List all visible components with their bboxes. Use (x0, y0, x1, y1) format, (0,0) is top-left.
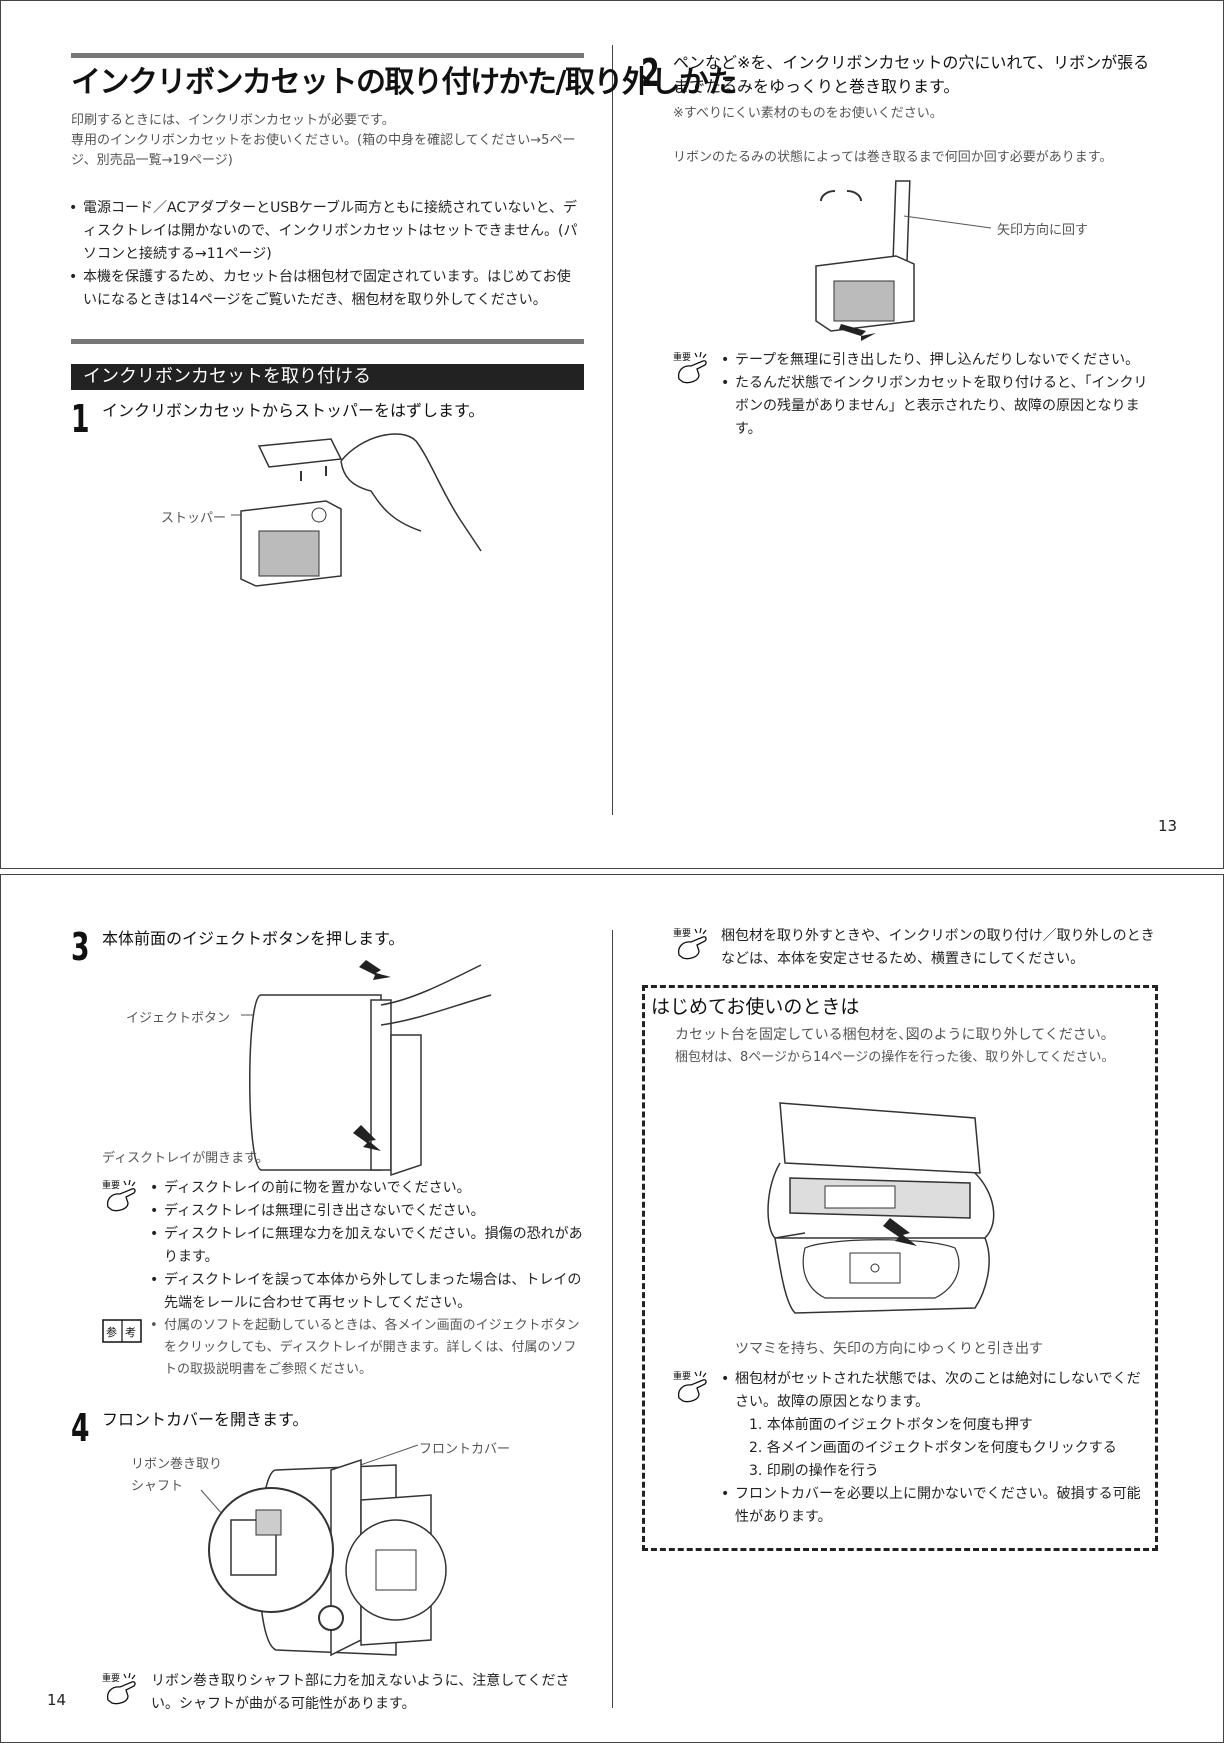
section-title: インクリボンカセットを取り付ける (71, 364, 584, 390)
important-hand-icon: 重要 (673, 1370, 707, 1403)
important-item: ディスクトレイに無理な力を加えないでください。損傷の恐れがあります。 (148, 1223, 586, 1269)
important-hand-icon: 重要 (102, 1672, 136, 1705)
page-title: インクリボンカセットの取り付けかた/取り外しかた (71, 65, 737, 100)
numbered-item: 1. 本体前面のイジェクトボタンを何度も押す (749, 1417, 1033, 1433)
page-14: 3 本体前面のイジェクトボタンを押します。 イジェクトボタン ディスクトレイが開… (0, 874, 1224, 1743)
step-1-title: インクリボンカセットからストッパーをはずします。 (102, 401, 485, 420)
stopper-illustration (231, 433, 482, 587)
reference-book-icon: 参 考 (102, 1319, 142, 1343)
reference-item: 付属のソフトを起動しているときは、各メイン画面のイジェクトボタンをクリックしても… (148, 1315, 586, 1381)
intro-line-2: 専用のインクリボンカセットをお使いください。(箱の中身を確認してください→5ペー… (71, 133, 576, 168)
shaft-label-line-2: シャフト (131, 1479, 184, 1494)
step-4-title: フロントカバーを開きます。 (102, 1410, 309, 1429)
important-item: フロントカバーを必要以上に開かないでください。破損する可能性があります。 (719, 1483, 1149, 1529)
important-hand-icon: 重要 (673, 351, 707, 384)
removal-caption: ツマミを持ち、矢印の方向にゆっくりと引き出す (735, 1341, 1043, 1357)
important-item: 梱包材がセットされた状態では、次のことは絶対にしないでください。故障の原因となり… (719, 1368, 1149, 1414)
section-rule (71, 339, 584, 344)
column-divider (612, 930, 613, 1708)
packing-removal-illustration (767, 1102, 995, 1314)
stopper-label: ストッパー (161, 511, 227, 526)
page-13: インクリボンカセットの取り付けかた/取り外しかた 印刷するときには、インクリボン… (0, 0, 1224, 869)
title-rule (71, 53, 584, 58)
important-hand-icon: 重要 (102, 1179, 136, 1212)
top-important: 梱包材を取り外すときや、インクリボンの取り付け／取り外しのときなどは、本体を安定… (721, 928, 1155, 967)
packing-important-list: 梱包材がセットされた状態では、次のことは絶対にしないでください。故障の原因となり… (719, 1368, 1149, 1529)
important-item: ディスクトレイの前に物を置かないでください。 (148, 1177, 586, 1200)
step-4-important: リボン巻き取りシャフト部に力を加えないように、注意してください。シャフトが曲がる… (151, 1673, 570, 1712)
svg-text:重要: 重要 (673, 927, 691, 939)
svg-text:参: 参 (106, 1325, 117, 1339)
first-use-title: はじめてお使いのときは (651, 996, 860, 1018)
tray-opens-text: ディスクトレイが開きます。 (102, 1151, 269, 1166)
bullet-item: 本機を保護するため、カセット台は梱包材で固定されています。はじめてお使いになると… (67, 266, 584, 312)
front-cover-illustration (200, 1444, 447, 1657)
front-cover-label: フロントカバー (419, 1442, 511, 1457)
step-2-important-list: テープを無理に引き出したり、押し込んだりしないでください。 たるんだ状態でインク… (719, 349, 1159, 441)
step-3-reference: 付属のソフトを起動しているときは、各メイン画面のイジェクトボタンをクリックしても… (148, 1315, 586, 1381)
step-2-number: 2 (641, 51, 660, 95)
important-hand-icon: 重要 (673, 927, 707, 960)
step-4-number: 4 (71, 1406, 90, 1450)
svg-text:重要: 重要 (102, 1179, 120, 1191)
step-3-number: 3 (71, 925, 90, 969)
numbered-item: 3. 印刷の操作を行う (749, 1463, 879, 1479)
important-item: テープを無理に引き出したり、押し込んだりしないでください。 (719, 349, 1159, 372)
eject-button-label: イジェクトボタン (126, 1011, 231, 1026)
eject-illustration (241, 960, 492, 1177)
svg-text:重要: 重要 (673, 351, 691, 363)
important-item: ディスクトレイを誤って本体から外してしまった場合は、トレイの先端をレールに合わせ… (148, 1269, 586, 1315)
numbered-item: 2. 各メイン画面のイジェクトボタンを何度もクリックする (749, 1440, 1117, 1456)
page-number: 14 (47, 1691, 67, 1709)
cassette-pen-illustration (815, 180, 992, 341)
step-2-sub: リボンのたるみの状態によっては巻き取るまで何回か回す必要があります。 (673, 150, 1113, 165)
intro-text: 印刷するときには、インクリボンカセットが必要です。 専用のインクリボンカセットを… (71, 111, 584, 171)
step-2-title: ペンなど※を、インクリボンカセットの穴にいれて、リボンが張るまでたるみをゆっくり… (673, 53, 1150, 96)
first-use-sub: 梱包材は、8ページから14ページの操作を行った後、取り外してください。 (675, 1050, 1115, 1065)
page-number: 13 (1158, 817, 1178, 835)
step-2-note: ※すべりにくい素材のものをお使いください。 (673, 106, 943, 121)
step-3-important-list: ディスクトレイの前に物を置かないでください。 ディスクトレイは無理に引き出さない… (148, 1177, 586, 1315)
step-1-number: 1 (71, 397, 90, 441)
bullet-list: 電源コード／ACアダプターとUSBケーブル両方ともに接続されていないと、ディスク… (67, 197, 584, 312)
important-item: たるんだ状態でインクリボンカセットを取り付けると、「インクリボンの残量がありませ… (719, 372, 1159, 441)
svg-text:重要: 重要 (673, 1370, 691, 1382)
step-3-title: 本体前面のイジェクトボタンを押します。 (102, 929, 405, 948)
intro-line-1: 印刷するときには、インクリボンカセットが必要です。 (71, 113, 395, 128)
first-use-box: はじめてお使いのときは カセット台を固定している梱包材を､図のように取り外してく… (642, 985, 1158, 1551)
first-use-lead: カセット台を固定している梱包材を､図のように取り外してください。 (675, 1027, 1115, 1043)
svg-text:重要: 重要 (102, 1672, 120, 1684)
important-item: ディスクトレイは無理に引き出さないでください。 (148, 1200, 586, 1223)
svg-text:考: 考 (125, 1326, 136, 1339)
bullet-item: 電源コード／ACアダプターとUSBケーブル両方ともに接続されていないと、ディスク… (67, 197, 584, 266)
column-divider (612, 45, 613, 815)
shaft-label-line-1: リボン巻き取り (131, 1457, 223, 1472)
rotate-label: 矢印方向に回す (997, 223, 1089, 238)
